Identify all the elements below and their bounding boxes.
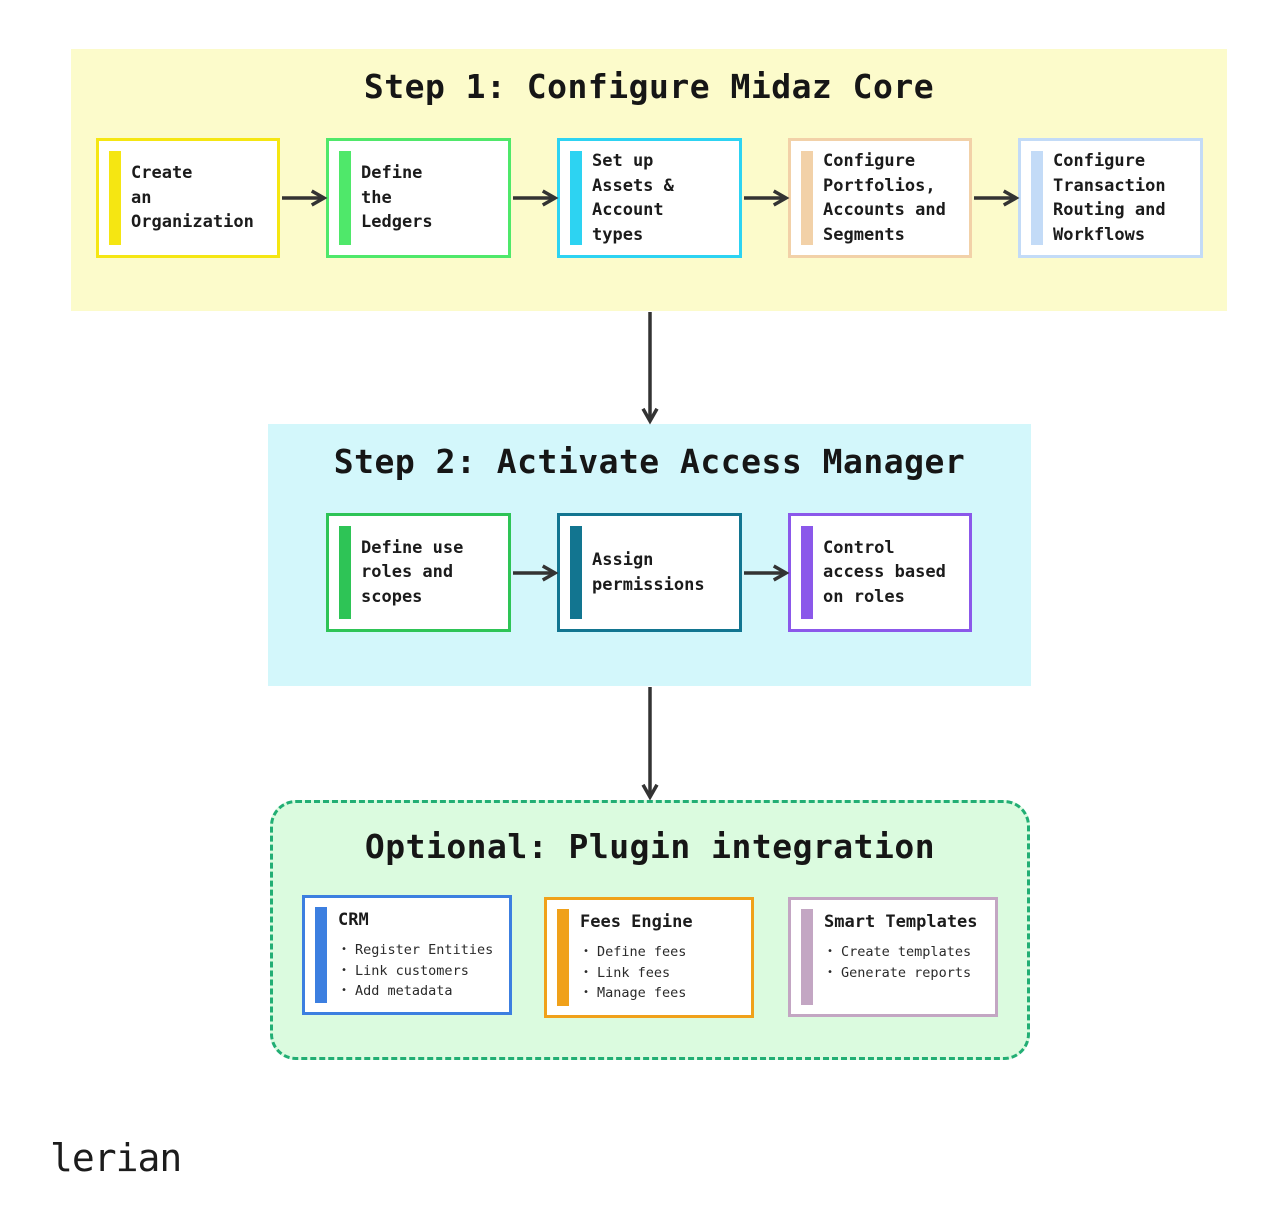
plugin-bullets: Create templates Generate reports <box>827 942 971 983</box>
plugin-smart-templates: Smart Templates Create templates Generat… <box>788 897 998 1017</box>
color-bar <box>557 909 569 1006</box>
bullet-item: Register Entities <box>341 940 493 961</box>
plugin-title: CRM <box>338 910 369 930</box>
step1-box-portfolios: Configure Portfolios, Accounts and Segme… <box>788 138 972 258</box>
box-label: Define the Ledgers <box>361 163 433 233</box>
plugin-fees-engine: Fees Engine Define fees Link fees Manage… <box>544 897 754 1018</box>
step2-title: Step 2: Activate Access Manager <box>333 442 966 481</box>
color-bar <box>570 526 582 619</box>
step2-box-assign-permissions: Assign permissions <box>557 513 742 632</box>
step2-box-define-roles: Define use roles and scopes <box>326 513 511 632</box>
step1-box-assets-accounts: Set up Assets & Account types <box>557 138 742 258</box>
bullet-item: Define fees <box>583 942 686 963</box>
bullet-item: Generate reports <box>827 963 971 984</box>
bullet-item: Add metadata <box>341 981 493 1002</box>
step1-box-transaction-routing: Configure Transaction Routing and Workfl… <box>1018 138 1203 258</box>
color-bar <box>339 526 351 619</box>
plugin-bullets: Register Entities Link customers Add met… <box>341 940 493 1002</box>
plugin-crm: CRM Register Entities Link customers Add… <box>302 895 512 1015</box>
bullet-item: Manage fees <box>583 983 686 1004</box>
optional-title: Optional: Plugin integration <box>364 827 936 866</box>
bullet-item: Link fees <box>583 963 686 984</box>
step1-box-create-organization: Create an Organization <box>96 138 280 258</box>
color-bar <box>339 151 351 245</box>
color-bar <box>109 151 121 245</box>
color-bar <box>801 151 813 245</box>
box-label: Control access based on roles <box>823 537 946 607</box>
bullet-item: Link customers <box>341 961 493 982</box>
box-label: Define use roles and scopes <box>361 537 464 607</box>
step1-title: Step 1: Configure Midaz Core <box>363 67 935 106</box>
lerian-logo: lerian <box>50 1136 182 1180</box>
color-bar <box>315 907 327 1003</box>
color-bar <box>570 151 582 245</box>
plugin-bullets: Define fees Link fees Manage fees <box>583 942 686 1004</box>
box-label: Set up Assets & Account types <box>592 151 674 245</box>
box-label: Assign permissions <box>592 550 705 595</box>
color-bar <box>801 909 813 1005</box>
bullet-item: Create templates <box>827 942 971 963</box>
step1-box-define-ledgers: Define the Ledgers <box>326 138 511 258</box>
box-label: Configure Transaction Routing and Workfl… <box>1053 151 1166 245</box>
box-label: Create an Organization <box>131 163 254 233</box>
step2-box-control-access: Control access based on roles <box>788 513 972 632</box>
color-bar <box>801 526 813 619</box>
box-label: Configure Portfolios, Accounts and Segme… <box>823 151 946 245</box>
plugin-title: Smart Templates <box>824 912 978 932</box>
color-bar <box>1031 151 1043 245</box>
plugin-title: Fees Engine <box>580 912 693 932</box>
